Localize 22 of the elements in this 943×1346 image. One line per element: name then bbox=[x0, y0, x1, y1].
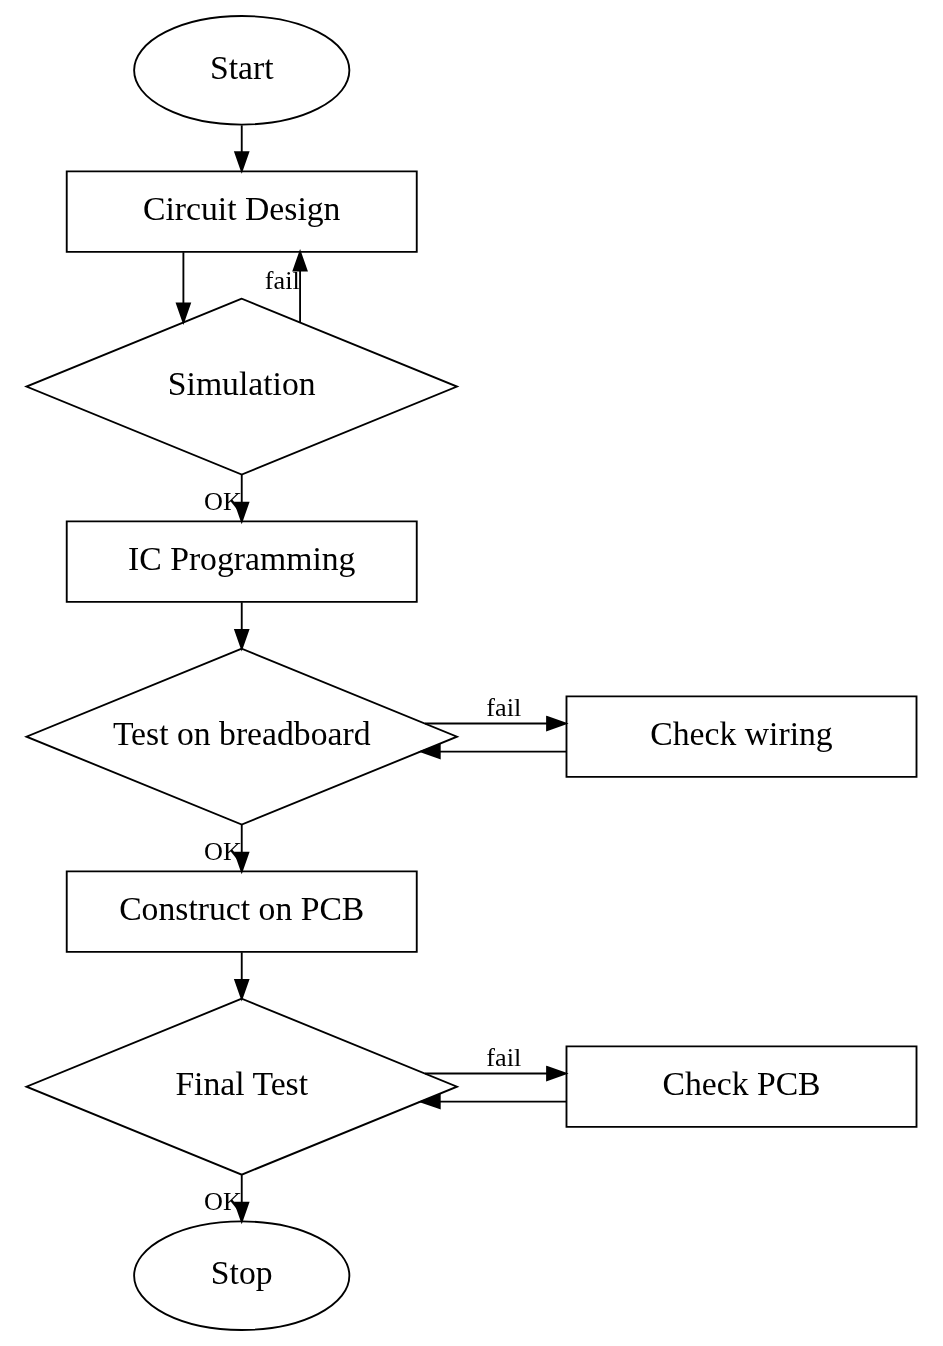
arrow bbox=[292, 249, 308, 324]
edge-label: fail bbox=[264, 266, 300, 296]
node-diamond: Test on breadboard bbox=[24, 647, 460, 826]
arrow bbox=[233, 124, 250, 174]
arrow bbox=[233, 951, 250, 1002]
node-box: Circuit Design bbox=[65, 170, 418, 253]
arrow bbox=[418, 1093, 567, 1110]
arrow bbox=[233, 601, 250, 652]
arrow bbox=[424, 715, 569, 732]
arrow bbox=[418, 743, 567, 760]
node-ellipse: Stop bbox=[133, 1220, 351, 1331]
node-box: Check wiring bbox=[565, 695, 918, 778]
arrow bbox=[175, 251, 192, 326]
edge-label: fail bbox=[486, 693, 522, 723]
node-box: IC Programming bbox=[65, 520, 418, 603]
node-diamond: Final Test bbox=[24, 997, 460, 1176]
arrow bbox=[424, 1065, 569, 1082]
node-box: Construct on PCB bbox=[65, 870, 418, 953]
node-box: Check PCB bbox=[565, 1045, 918, 1128]
node-ellipse: Start bbox=[133, 15, 351, 126]
edge-label: fail bbox=[486, 1043, 522, 1073]
node-diamond: Simulation bbox=[24, 297, 460, 476]
